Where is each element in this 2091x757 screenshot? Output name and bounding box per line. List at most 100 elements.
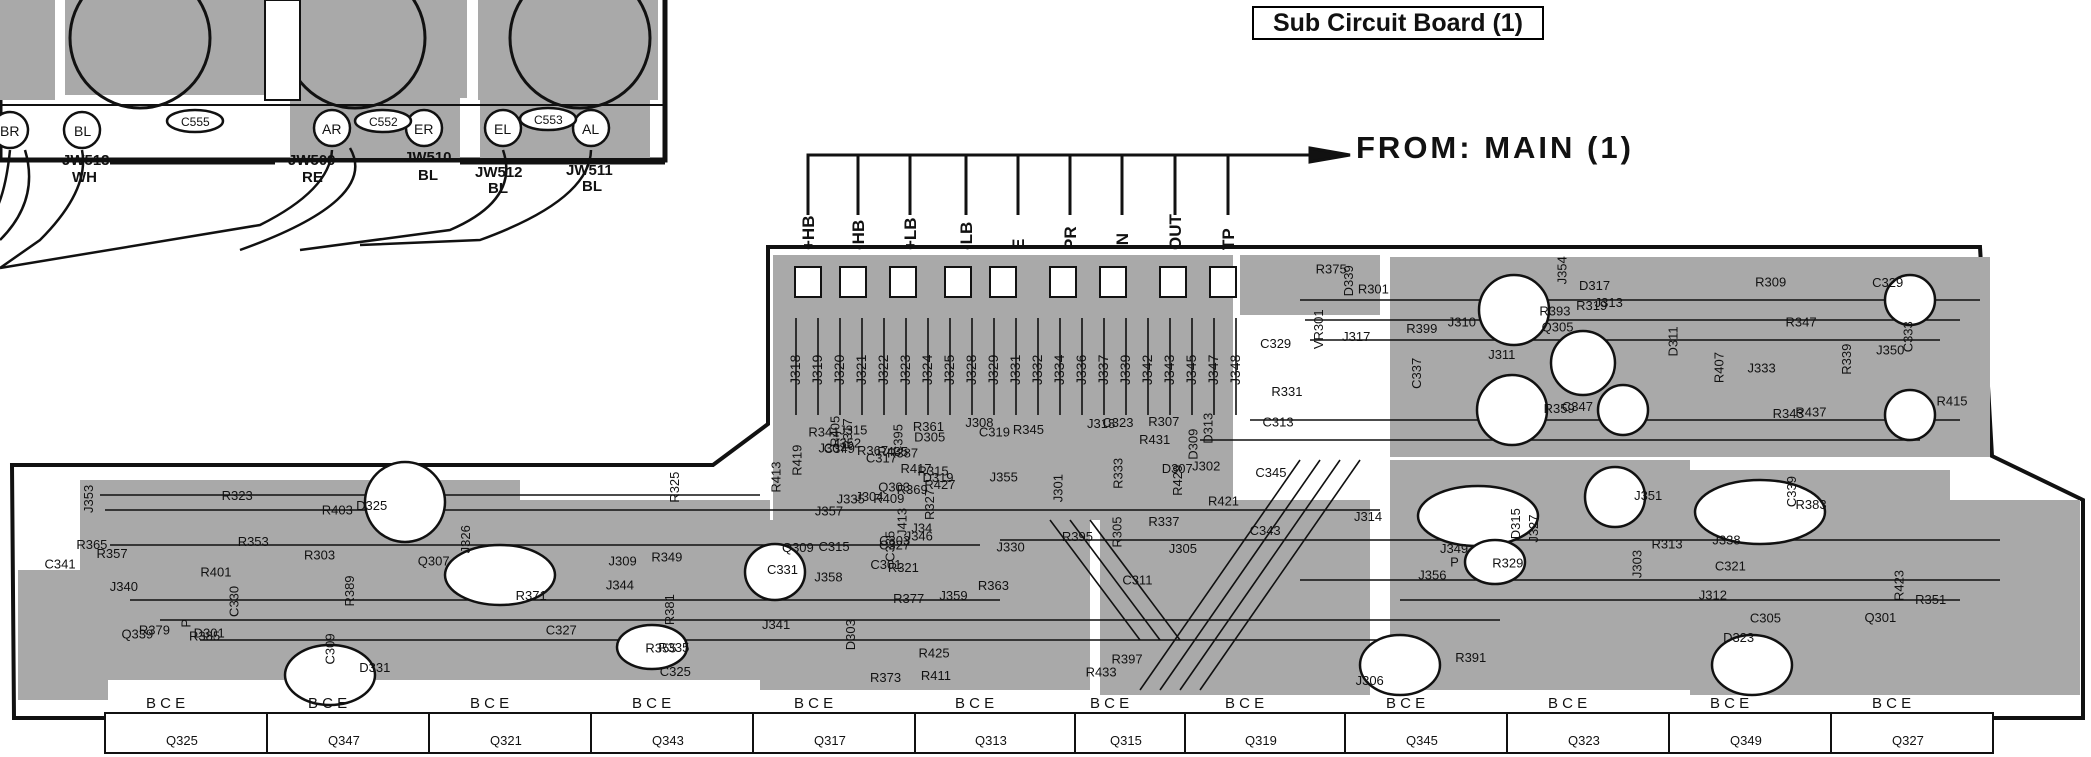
component-label: R409 [873,491,904,506]
component-label: C303 [879,533,910,548]
component-label: R431 [1139,432,1170,447]
component-label: R429 [1170,465,1185,496]
component-label: R361 [913,419,944,434]
wire-el-id: JW512 [475,164,523,181]
bce-pin-label: B C E [1710,695,1749,712]
component-label: R349 [651,550,682,565]
component-label: C321 [1715,558,1746,573]
component-label: J315 [839,423,867,438]
component-label: C339 [1784,476,1799,507]
component-label: R335 [658,640,689,655]
component-label: J318 [1087,416,1115,431]
component-label: R389 [342,575,357,606]
component-label: C329 [1260,336,1291,351]
main-connector-lines [806,146,1351,215]
component-label: Q307 [418,554,450,569]
jumper-label: J334 [1051,354,1067,385]
component-label: J352 [833,435,861,450]
jumper-label: J322 [875,354,891,385]
component-label: C327 [879,538,910,553]
component-label: R355 [645,640,676,655]
wire-er-name: ER [414,121,433,137]
component-label: R383 [1796,497,1827,512]
wire-bl-color: WH [72,169,97,186]
bce-pin-label: B C E [308,695,347,712]
component-label: R307 [1148,414,1179,429]
component-label: R365 [76,537,107,552]
component-label: D331 [359,660,390,675]
jumper-label: J339 [1117,354,1133,385]
component-label: D311 [1666,326,1681,356]
component-label: R331 [1271,384,1302,399]
bce-pin-label: B C E [1090,695,1129,712]
component-label: R301 [1358,282,1389,297]
component-label: C311 [1122,572,1152,587]
component-label: J353 [81,485,96,513]
component-label: R385 [189,629,220,644]
component-label: C345 [1255,465,1286,480]
upper-board-fragment [0,0,668,270]
component-label: R347 [1786,314,1817,329]
jumper-label: J320 [831,354,847,385]
component-label: J344 [606,577,634,592]
component-label: C343 [1250,523,1281,538]
component-label: C325 [660,664,691,679]
jumper-label: J332 [1029,354,1045,385]
component-label: J356 [1418,567,1446,582]
main-board [9,245,2085,754]
from-main-label: FROM: MAIN (1) [1356,130,1634,165]
component-label: VR301 [1311,309,1326,349]
cap-c552: C552 [369,115,398,129]
component-label: R381 [662,594,677,625]
jumper-label: J345 [1183,354,1199,385]
component-label: J354 [1554,256,1569,284]
transistor-label: Q315 [1110,733,1142,748]
component-label: R415 [1936,394,1967,409]
transistor-label: Q317 [814,733,846,748]
wire-labels: BR BL JW513 WH AR JW509 RE ER JW510 BL E… [0,113,613,197]
cap-c553: C553 [534,113,563,127]
jumper-label: J343 [1161,354,1177,385]
bce-pin-label: B C E [955,695,994,712]
component-label: D303 [843,619,858,650]
component-label: R367 [857,443,888,458]
component-label: C333 [1900,321,1915,352]
jumper-label: J321 [853,354,869,385]
wire-ar-id: JW509 [288,152,336,169]
component-label: J301 [1050,474,1065,502]
component-label: R401 [200,564,231,579]
component-label: R387 [887,446,918,461]
component-label: J340 [110,579,138,594]
pin-label-out: OUT [1166,214,1185,251]
component-label: J357 [815,503,843,518]
component-label: R437 [1795,404,1826,419]
wire-er-color: BL [418,167,438,184]
component-label: C315 [819,539,850,554]
component-label: R337 [1148,514,1179,529]
jumper-label: J329 [985,354,1001,385]
jumper-label: J331 [1007,354,1023,385]
cap-c555: C555 [181,115,210,129]
component-label: C331 [767,562,798,577]
component-label: J330 [997,539,1025,554]
component-label: J306 [1356,673,1384,688]
jumper-label: J324 [919,354,935,385]
component-label: J413 [894,508,909,536]
component-label: R315 [918,463,949,478]
wire-ar-color: RE [302,169,323,186]
wire-br-name: BR [0,123,19,139]
component-label: J314 [1354,509,1382,524]
component-label: R327 [922,489,937,520]
component-label: R411 [921,668,951,683]
component-label: J349 [1440,541,1468,556]
component-label: J309 [609,553,637,568]
component-label: Q305 [1542,319,1574,334]
component-label: R333 [1110,458,1125,489]
component-label: R403 [322,502,353,517]
component-label: R395 [1062,529,1093,544]
component-label: R391 [1455,650,1486,665]
component-label: J350 [1876,343,1904,358]
component-label: J358 [814,569,842,584]
pin-label-hb-neg: -HB [849,220,868,250]
